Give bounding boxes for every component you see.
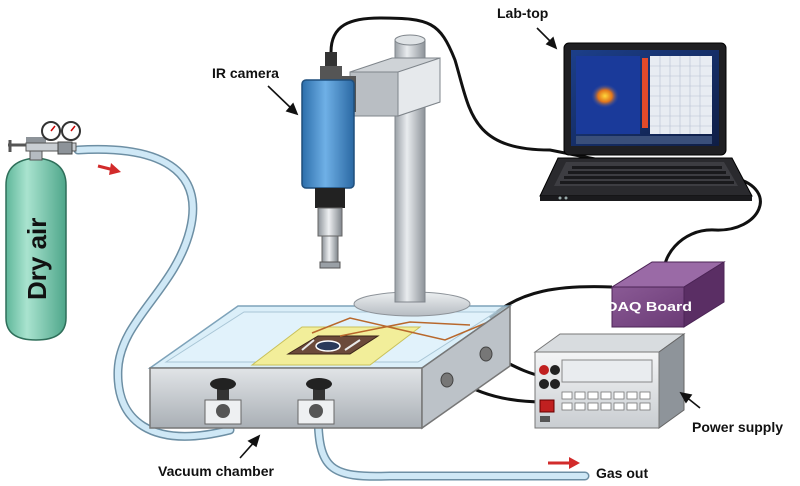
- inlet-flow-arrow-icon: [97, 163, 121, 175]
- daq-board-label: DAQ Board: [606, 299, 692, 314]
- dry-air-label: Dry air: [22, 218, 52, 300]
- ir-camera-icon: [301, 52, 355, 269]
- power-supply-icon: [533, 333, 686, 429]
- pointer-arrows: [239, 27, 701, 459]
- gas-out-label: Gas out: [596, 465, 648, 481]
- camera-stand: [342, 34, 471, 317]
- air-inlet-tube: [73, 144, 235, 441]
- ir-camera-label: IR camera: [212, 65, 279, 81]
- outlet-flow-arrow-icon: [548, 457, 580, 469]
- gas-out-tube: [313, 407, 590, 481]
- vacuum-chamber-icon: [147, 304, 513, 430]
- pressure-regulator-icon: [8, 121, 81, 155]
- camera-to-laptop-cable: [329, 16, 601, 162]
- laptop-icon: [539, 42, 753, 201]
- laptop-label: Lab-top: [497, 5, 548, 21]
- power-supply-label: Power supply: [692, 419, 783, 435]
- vacuum-chamber-label: Vacuum chamber: [158, 463, 274, 479]
- laptop-to-daq-cable: [662, 176, 762, 276]
- daq-board-icon: [610, 261, 726, 328]
